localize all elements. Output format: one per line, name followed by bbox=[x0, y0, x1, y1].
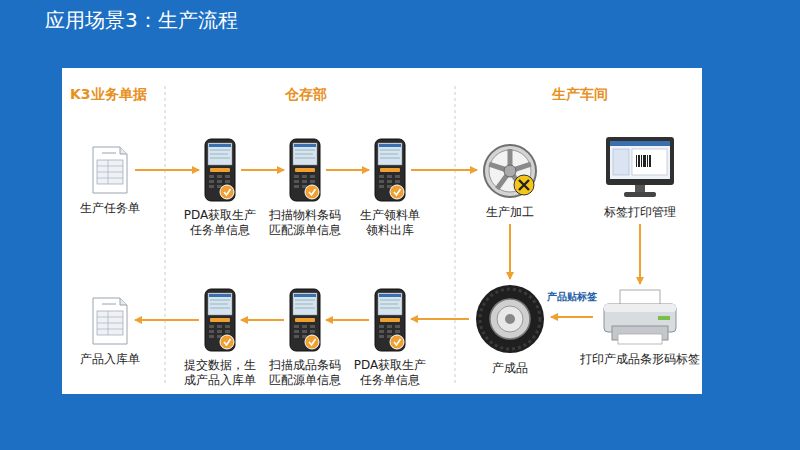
printer-icon bbox=[598, 288, 682, 346]
flow-arrow bbox=[326, 169, 369, 171]
step-label: 产品入库单 bbox=[70, 352, 150, 367]
step-label: 扫描物料条码匹配源单信息 bbox=[265, 208, 345, 238]
flow-arrow bbox=[411, 318, 469, 320]
tire-icon bbox=[474, 283, 546, 355]
monitor-icon bbox=[604, 135, 676, 199]
step-label: PDA获取生产任务单信息 bbox=[350, 358, 430, 388]
pda-icon bbox=[374, 138, 406, 202]
step-label: 打印产成品条形码标签 bbox=[575, 352, 705, 367]
flow-arrow bbox=[551, 316, 593, 318]
pda-drawing bbox=[289, 288, 321, 352]
process-step: 生产领料单领料出库 bbox=[358, 138, 422, 238]
process-step: 扫描成品条码匹配源单信息 bbox=[265, 288, 345, 388]
section-heading: 仓存部 bbox=[285, 86, 327, 104]
pda-icon bbox=[374, 288, 406, 352]
flow-arrow bbox=[326, 319, 369, 321]
process-step: 产成品 bbox=[474, 283, 546, 376]
pda-drawing bbox=[204, 288, 236, 352]
flow-arrow bbox=[135, 319, 199, 321]
step-label: PDA获取生产任务单信息 bbox=[180, 208, 260, 238]
section-heading: 生产车间 bbox=[552, 86, 608, 104]
tire-drawing bbox=[474, 283, 546, 355]
pda-drawing bbox=[374, 288, 406, 352]
process-step: 提交数据，生成产品入库单 bbox=[180, 288, 260, 388]
doc-drawing bbox=[90, 145, 130, 195]
step-label: 提交数据，生成产品入库单 bbox=[180, 358, 260, 388]
flow-arrow bbox=[241, 319, 284, 321]
flow-arrow bbox=[639, 224, 641, 284]
step-label: 生产加工 bbox=[470, 205, 550, 220]
flow-arrow bbox=[241, 169, 284, 171]
doc-drawing bbox=[90, 296, 130, 346]
printer-drawing bbox=[598, 288, 682, 346]
step-label: 生产任务单 bbox=[70, 201, 150, 216]
edge-label: 产品贴标签 bbox=[545, 291, 599, 303]
process-step: 生产任务单 bbox=[70, 145, 150, 216]
pda-icon bbox=[289, 288, 321, 352]
flow-arrow bbox=[135, 169, 199, 171]
process-step: PDA获取生产任务单信息 bbox=[350, 288, 430, 388]
section-heading: K3业务单据 bbox=[70, 86, 147, 104]
flow-arrow bbox=[411, 169, 477, 171]
pda-icon bbox=[289, 138, 321, 202]
step-label: 生产领料单领料出库 bbox=[358, 208, 422, 238]
step-label: 产成品 bbox=[474, 361, 546, 376]
process-step: 标签打印管理 bbox=[592, 135, 688, 220]
pda-drawing bbox=[289, 138, 321, 202]
monitor-drawing bbox=[604, 135, 676, 199]
pda-drawing bbox=[374, 138, 406, 202]
process-step: 产品入库单 bbox=[70, 296, 150, 367]
pda-icon bbox=[204, 288, 236, 352]
pda-drawing bbox=[204, 138, 236, 202]
wheel-icon bbox=[482, 143, 538, 199]
process-step: 生产加工 bbox=[470, 143, 550, 220]
process-step: PDA获取生产任务单信息 bbox=[180, 138, 260, 238]
process-step: 扫描物料条码匹配源单信息 bbox=[265, 138, 345, 238]
wheel-drawing bbox=[482, 143, 538, 199]
pda-icon bbox=[204, 138, 236, 202]
page-title: 应用场景3：生产流程 bbox=[45, 7, 238, 34]
flow-arrow bbox=[509, 224, 511, 279]
step-label: 标签打印管理 bbox=[592, 205, 688, 220]
doc-icon bbox=[90, 145, 130, 195]
step-label: 扫描成品条码匹配源单信息 bbox=[265, 358, 345, 388]
doc-icon bbox=[90, 296, 130, 346]
